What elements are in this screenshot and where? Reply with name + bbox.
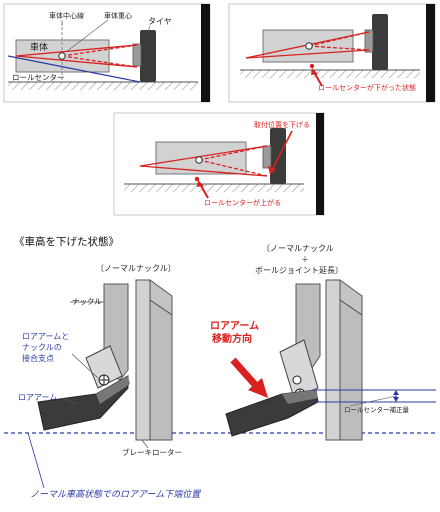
body-cg-marker	[58, 52, 66, 60]
label-rc-correction: ロールセンター補正量	[344, 405, 410, 414]
label-center-line: 車体中心線	[49, 11, 84, 20]
label-roll-center: ロールセンター	[12, 73, 65, 82]
tire	[140, 30, 156, 82]
label-move-line1: ロアアーム	[210, 320, 259, 332]
right-caption-plus: ＋	[301, 255, 309, 264]
label-joint-line3: 接合支点	[22, 353, 54, 363]
knuckle-small	[132, 43, 142, 67]
label-rc-lowered: ロールセンターが下がった状態	[318, 83, 416, 92]
label-rc-raised: ロールセンターが上がる	[204, 198, 281, 207]
label-knuckle: ナックル	[72, 297, 102, 306]
label-lower-arm: ロアアーム	[18, 393, 57, 402]
label-body: 車体	[30, 41, 48, 53]
tire	[372, 14, 388, 70]
panel-edge-bar	[201, 4, 210, 102]
diagram-panel-normal: 車体中心線 車体重心 タイヤ 車体 ロールセンター	[3, 3, 211, 103]
diagram-panel-lowered: ロールセンターが下がった状態	[228, 3, 436, 103]
label-joint-line1: ロアアームと	[22, 332, 69, 341]
label-brake-rotor: ブレーキローター	[122, 447, 182, 457]
section-title: 《車高を下げた状態》	[14, 235, 119, 248]
footer-note: ノーマル車高状態でのロアアーム下端位置	[30, 489, 201, 500]
label-tire: タイヤ	[148, 17, 172, 26]
extended-joint-assembly	[225, 279, 436, 441]
roll-center-marker	[309, 63, 315, 69]
right-caption-line2: ボールジョイント延長〕	[255, 265, 343, 275]
lower-arm-line	[15, 55, 138, 68]
diagram-panel-corrected: 取付位置を下げる ロールセンターが上がる	[113, 112, 325, 216]
ground-hatch	[8, 82, 198, 90]
label-joint-line2: ナックルの	[22, 343, 62, 352]
normal-knuckle-assembly	[37, 279, 173, 449]
lower-arm-move-arrow	[230, 357, 261, 391]
label-move-line2: 移動方向	[212, 332, 252, 345]
brake-rotor	[135, 279, 151, 441]
label-body-cg: 車体重心	[104, 11, 132, 20]
brake-rotor	[325, 279, 341, 441]
left-caption: 〔ノーマルナックル〕	[96, 264, 176, 273]
upper-arm-line	[15, 44, 138, 57]
right-caption-line1: 〔ノーマルナックル	[262, 244, 334, 253]
extended-ball-joint	[279, 339, 319, 399]
roll-center-line	[7, 55, 141, 83]
label-lower-mount: 取付位置を下げる	[254, 120, 310, 129]
